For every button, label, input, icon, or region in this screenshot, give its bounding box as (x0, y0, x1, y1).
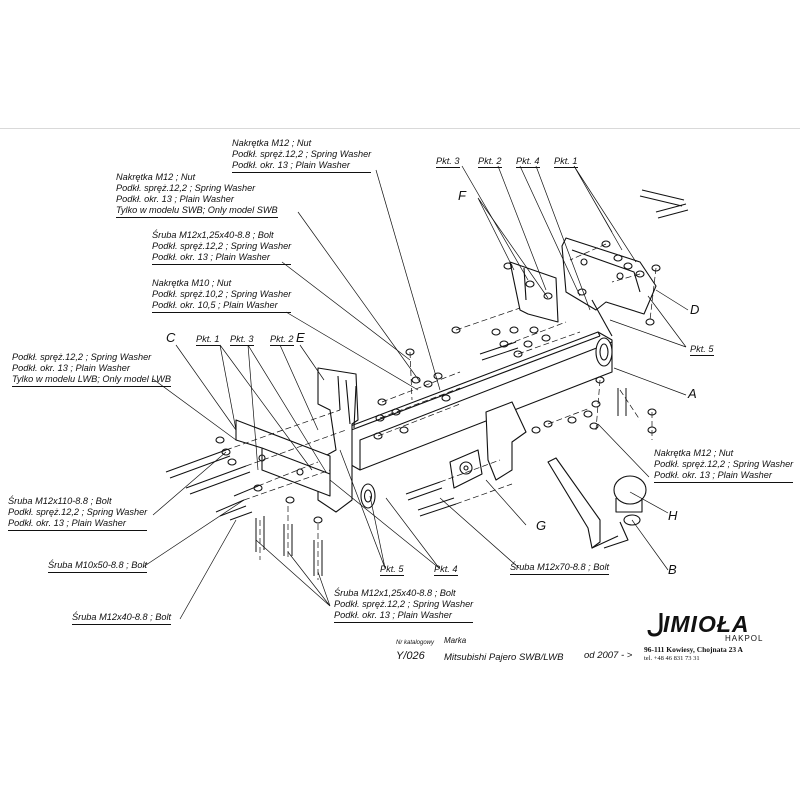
pkt-label: Pkt. 4 (516, 156, 540, 168)
right-mount-bracket-d (561, 237, 657, 337)
note-line: Nakrętka M12 ; Nut (232, 138, 312, 148)
catalog-number: Y/026 (396, 650, 425, 662)
company-name: IMIOŁA (663, 611, 750, 637)
part-letter-g: G (536, 518, 547, 533)
note-bolt-m12x110: Śruba M12x110-8.8 ; Bolt Podkł. spręż.12… (8, 496, 148, 531)
note-line: Podkł. spręż.12,2 ; Spring Washer (8, 507, 148, 517)
note-line: Nakrętka M12 ; Nut (116, 172, 196, 182)
note-line: Podkł. okr. 10,5 ; Plain Washer (152, 300, 292, 313)
note-line: Podkł. okr. 13 ; Plain Washer (12, 363, 130, 373)
note-line: Podkł. spręż.12,2 ; Spring Washer (232, 149, 372, 159)
pkt-label: Pkt. 4 (434, 564, 458, 576)
part-letter-d: D (690, 302, 700, 317)
note-line: Podkł. okr. 13 ; Plain Washer (334, 610, 474, 623)
catalog-label: Nr katalogowy (396, 640, 435, 646)
pkt-label: Pkt. 3 (230, 334, 254, 346)
note-bolt-m12x125-bottom: Śruba M12x1,25x40-8.8 ; Bolt Podkł. sprę… (334, 588, 474, 623)
note-line: Podkł. okr. 13 ; Plain Washer (654, 470, 794, 483)
top-divider (0, 128, 800, 129)
note-line: Tylko w modelu LWB; Only model LWB (12, 374, 171, 387)
tow-ball-b (547, 457, 647, 549)
note-line: Śruba M12x70-8.8 ; Bolt (510, 562, 610, 575)
note-bolt-m12x40: Śruba M12x40-8.8 ; Bolt (72, 612, 172, 625)
note-line: Podkł. spręż.12,2 ; Spring Washer (334, 599, 474, 609)
pkt-label: Pkt. 5 (380, 564, 404, 576)
note-line: Podkł. spręż.12,2 ; Spring Washer (12, 352, 152, 362)
part-letter-c: C (166, 330, 176, 345)
company-phone: tel. +48 46 831 73 31 (644, 655, 700, 662)
note-nut-m12-swb: Nakrętka M12 ; Nut Podkł. spręż.12,2 ; S… (116, 172, 278, 218)
note-line: Podkł. okr. 13 ; Plain Washer (8, 518, 148, 531)
note-line: Tylko w modelu SWB; Only model SWB (116, 205, 278, 218)
note-line: Podkł. okr. 13 ; Plain Washer (232, 160, 372, 173)
note-nut-m12-right: Nakrętka M12 ; Nut Podkł. spręż.12,2 ; S… (654, 448, 794, 483)
note-line: Podkł. okr. 13 ; Plain Washer (152, 252, 292, 265)
note-line: Śruba M12x1,25x40-8.8 ; Bolt (334, 588, 456, 598)
pkt-label: Pkt. 3 (436, 156, 460, 168)
note-bolt-m12x70: Śruba M12x70-8.8 ; Bolt (510, 562, 610, 575)
part-letter-b: B (668, 562, 677, 577)
part-letter-e: E (296, 330, 305, 345)
company-sub: HAKPOL (725, 634, 764, 643)
hook-logo-icon (647, 613, 663, 637)
note-line: Podkł. okr. 13 ; Plain Washer (116, 194, 234, 204)
socket-plate-g (449, 401, 527, 489)
part-letter-a: A (688, 386, 697, 401)
note-nut-m12-top: Nakrętka M12 ; Nut Podkł. spręż.12,2 ; S… (232, 138, 372, 173)
note-line: Nakrętka M12 ; Nut (654, 448, 734, 458)
note-line: Podkł. spręż.12,2 ; Spring Washer (152, 241, 292, 251)
note-line: Śruba M12x40-8.8 ; Bolt (72, 612, 172, 625)
pkt-label: Pkt. 2 (270, 334, 294, 346)
note-line: Śruba M10x50-8.8 ; Bolt (48, 560, 148, 573)
note-washers-lwb: Podkł. spręż.12,2 ; Spring Washer Podkł.… (12, 352, 171, 387)
note-line: Podkł. spręż.10,2 ; Spring Washer (152, 289, 292, 299)
note-line: Podkł. spręż.12,2 ; Spring Washer (116, 183, 256, 193)
pkt-label: Pkt. 1 (196, 334, 220, 346)
brand-label: Marka (444, 636, 467, 645)
right-inner-bracket-f (509, 261, 559, 323)
company-logo: IMIOŁA HAKPOL (647, 611, 775, 643)
note-line: Śruba M12x1,25x40-8.8 ; Bolt (152, 230, 274, 240)
note-bolt-m12x125-top: Śruba M12x1,25x40-8.8 ; Bolt Podkł. sprę… (152, 230, 292, 265)
crossbar-a (339, 331, 613, 471)
assembly-lines (225, 243, 657, 580)
pkt-label: Pkt. 5 (690, 344, 714, 356)
leader-lines (142, 165, 689, 620)
left-mount-bracket-c (235, 419, 331, 497)
company-address: 96-111 Kowiesy, Chojnata 23 A (644, 645, 743, 654)
pkt-label: Pkt. 1 (554, 156, 578, 168)
production-from: od 2007 - > (584, 650, 633, 661)
part-letter-h: H (668, 508, 678, 523)
bolts (165, 189, 689, 576)
note-line: Śruba M12x110-8.8 ; Bolt (8, 496, 112, 506)
part-letter-f: F (458, 188, 466, 203)
note-nut-m10: Nakrętka M10 ; Nut Podkł. spręż.10,2 ; S… (152, 278, 292, 313)
note-line: Podkł. spręż.12,2 ; Spring Washer (654, 459, 794, 469)
note-bolt-m10x50: Śruba M10x50-8.8 ; Bolt (48, 560, 148, 573)
pkt-label: Pkt. 2 (478, 156, 502, 168)
vehicle-model: Mitsubishi Pajero SWB/LWB (444, 652, 564, 663)
note-line: Nakrętka M10 ; Nut (152, 278, 232, 288)
